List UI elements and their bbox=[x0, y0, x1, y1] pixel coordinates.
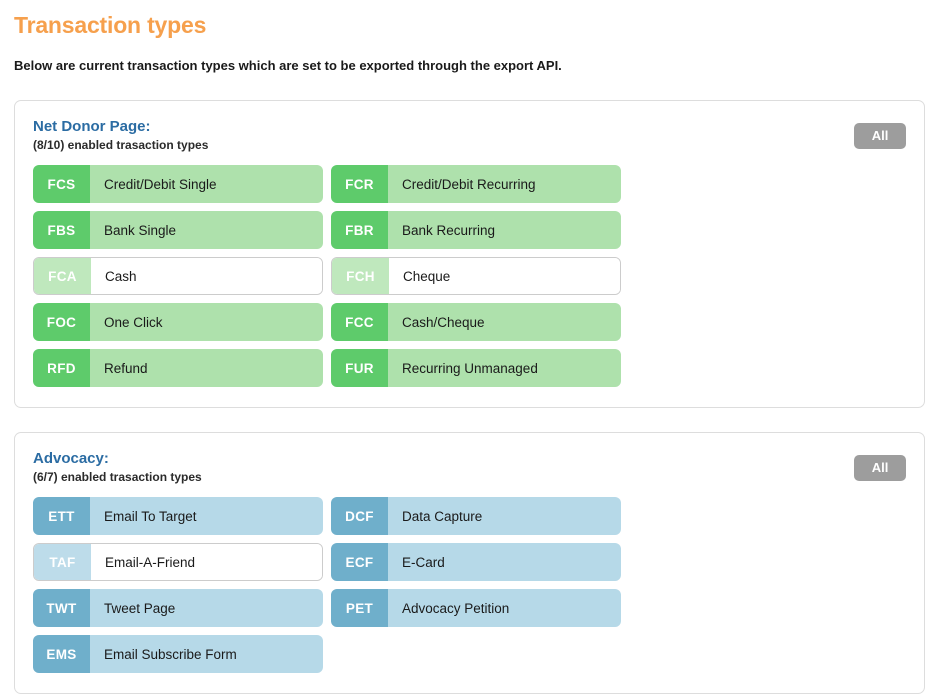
transaction-type-label: Bank Recurring bbox=[388, 211, 621, 249]
section-subtitle-advocacy: (6/7) enabled trasaction types bbox=[33, 470, 202, 484]
transaction-type-code: ECF bbox=[331, 543, 388, 581]
transaction-type-label: Data Capture bbox=[388, 497, 621, 535]
transaction-type-label: Recurring Unmanaged bbox=[388, 349, 621, 387]
transaction-type-code: FCA bbox=[34, 258, 91, 294]
section-header-net-donor-page: Net Donor Page: (8/10) enabled trasaction… bbox=[33, 117, 906, 157]
transaction-type-code: FOC bbox=[33, 303, 90, 341]
transaction-type-code: TAF bbox=[34, 544, 91, 580]
transaction-type-code: FUR bbox=[331, 349, 388, 387]
transaction-type-label: Refund bbox=[90, 349, 323, 387]
transaction-type-code: PET bbox=[331, 589, 388, 627]
section-header-advocacy: Advocacy: (6/7) enabled trasaction types A… bbox=[33, 449, 906, 489]
section-title-net-donor-page: Net Donor Page: bbox=[33, 118, 151, 135]
transaction-type-code: FCR bbox=[331, 165, 388, 203]
select-all-button-net-donor-page[interactable]: All bbox=[854, 123, 906, 149]
sections-container: Net Donor Page: (8/10) enabled trasaction… bbox=[14, 100, 925, 694]
transaction-type-label: One Click bbox=[90, 303, 323, 341]
transaction-type-code: FCS bbox=[33, 165, 90, 203]
transaction-type-label: E-Card bbox=[388, 543, 621, 581]
section-subtitle-net-donor-page: (8/10) enabled trasaction types bbox=[33, 138, 209, 152]
section-panel-net-donor-page: Net Donor Page: (8/10) enabled trasaction… bbox=[14, 100, 925, 408]
transaction-type-code: EMS bbox=[33, 635, 90, 673]
transaction-type-label: Email-A-Friend bbox=[91, 544, 322, 580]
transaction-type-code: TWT bbox=[33, 589, 90, 627]
select-all-button-advocacy[interactable]: All bbox=[854, 455, 906, 481]
transaction-type-label: Cash bbox=[91, 258, 322, 294]
page-title: Transaction types bbox=[14, 12, 207, 38]
transaction-type-code: FCC bbox=[331, 303, 388, 341]
transaction-type-label: Credit/Debit Recurring bbox=[388, 165, 621, 203]
transaction-type-label: Email Subscribe Form bbox=[90, 635, 323, 673]
transaction-type-label: Bank Single bbox=[90, 211, 323, 249]
transaction-type-label: Cheque bbox=[389, 258, 620, 294]
transaction-type-label: Email To Target bbox=[90, 497, 323, 535]
transaction-type-code: DCF bbox=[331, 497, 388, 535]
transaction-type-label: Advocacy Petition bbox=[388, 589, 621, 627]
transaction-type-code: FBR bbox=[331, 211, 388, 249]
transaction-type-code: RFD bbox=[33, 349, 90, 387]
transaction-type-code: ETT bbox=[33, 497, 90, 535]
transaction-type-code: FBS bbox=[33, 211, 90, 249]
transaction-type-label: Credit/Debit Single bbox=[90, 165, 323, 203]
transaction-type-label: Tweet Page bbox=[90, 589, 323, 627]
transaction-type-code: FCH bbox=[332, 258, 389, 294]
section-title-advocacy: Advocacy: bbox=[33, 450, 109, 467]
page-intro-text: Below are current transaction types whic… bbox=[14, 58, 562, 73]
transaction-type-label: Cash/Cheque bbox=[388, 303, 621, 341]
